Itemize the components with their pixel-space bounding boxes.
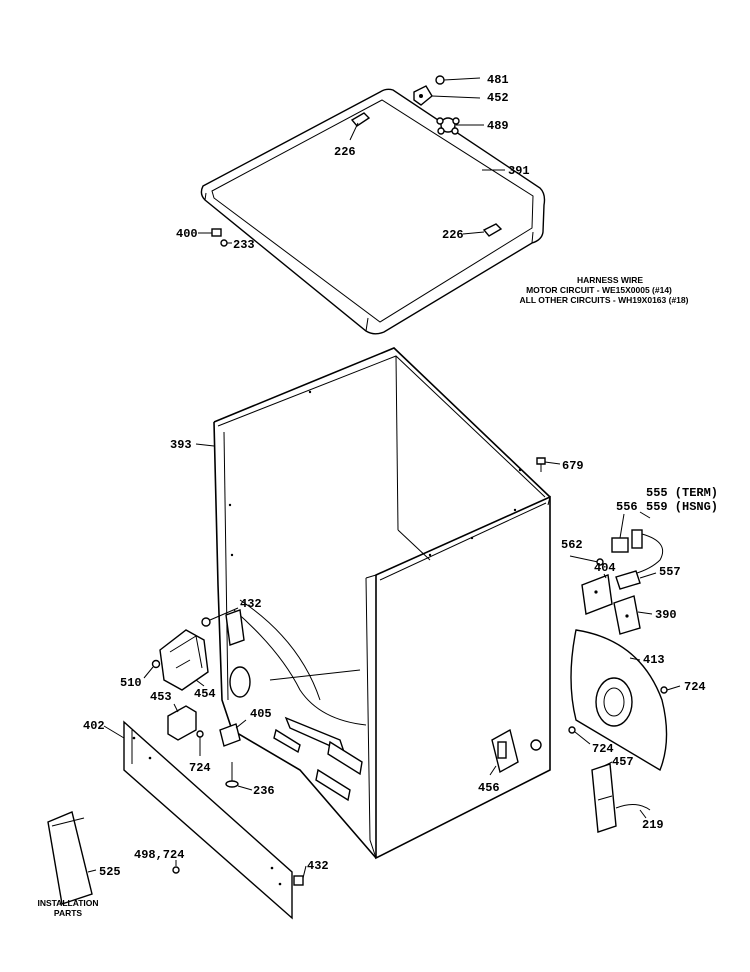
label-456: 456 — [478, 781, 500, 795]
harness-title: HARNESS WIRE — [577, 275, 643, 285]
installation-line-1: INSTALLATION — [37, 898, 98, 908]
screw-724-left — [196, 730, 204, 756]
screw-510 — [143, 659, 161, 679]
label-404: 404 — [594, 561, 616, 575]
label-236: 236 — [253, 784, 275, 798]
label-562: 562 — [561, 538, 583, 552]
installation-bag-525 — [47, 811, 97, 905]
label-724-mid: 724 — [592, 742, 614, 756]
wire-219 — [615, 804, 651, 819]
hinge-226-upper — [349, 112, 371, 141]
hinge-226-lower — [462, 223, 503, 237]
label-432-lower: 432 — [307, 859, 329, 873]
label-556: 556 — [616, 500, 638, 514]
terminal-block-556 — [611, 513, 629, 553]
bracket-454 — [159, 629, 209, 691]
label-393: 393 — [170, 438, 192, 452]
housing-559 — [629, 511, 664, 576]
toe-panel-402 — [103, 720, 293, 920]
harness-line-1: MOTOR CIRCUIT - WE15X0005 (#14) — [526, 285, 672, 295]
bracket-456 — [489, 728, 519, 776]
label-454: 454 — [194, 687, 216, 701]
label-226-upper: 226 — [334, 145, 356, 159]
label-390: 390 — [655, 608, 677, 622]
label-226-lower: 226 — [442, 228, 464, 242]
label-510: 510 — [120, 676, 142, 690]
label-233: 233 — [233, 238, 255, 252]
label-498-724: 498,724 — [134, 848, 184, 862]
connector-457 — [591, 761, 617, 833]
label-724-left: 724 — [189, 761, 211, 775]
screw-724-right — [660, 685, 681, 694]
label-405: 405 — [250, 707, 272, 721]
clip-405 — [219, 719, 247, 747]
thermostat-557 — [615, 570, 657, 590]
installation-line-2: PARTS — [54, 908, 83, 918]
top-panel — [200, 88, 546, 335]
installation-label: INSTALLATION PARTS — [37, 898, 98, 918]
screw-400-233 — [198, 228, 232, 247]
cabinet — [213, 347, 551, 860]
wire-562 — [569, 555, 604, 566]
plate-404 — [581, 573, 613, 615]
label-452: 452 — [487, 91, 509, 105]
screw-679 — [536, 457, 561, 472]
leg-236 — [225, 762, 253, 791]
label-679: 679 — [562, 459, 584, 473]
harness-note: HARNESS WIRE MOTOR CIRCUIT - WE15X0005 (… — [520, 275, 689, 305]
label-555: 555 (TERM) — [646, 486, 718, 500]
bracket-453 — [167, 703, 197, 741]
label-400: 400 — [176, 227, 198, 241]
label-557: 557 — [659, 565, 681, 579]
screw-498-724 — [172, 860, 180, 874]
label-219: 219 — [642, 818, 664, 832]
label-559: 559 (HSNG) — [646, 500, 718, 514]
rear-panel-413 — [570, 629, 668, 772]
label-724-right: 724 — [684, 680, 706, 694]
label-402: 402 — [83, 719, 105, 733]
label-432-upper: 432 — [240, 597, 262, 611]
harness-line-2: ALL OTHER CIRCUITS - WH19X0163 (#18) — [520, 295, 689, 305]
bracket-390 — [613, 595, 653, 635]
label-453: 453 — [150, 690, 172, 704]
label-413: 413 — [643, 653, 665, 667]
top-hardware — [413, 75, 484, 135]
label-525: 525 — [99, 865, 121, 879]
label-481: 481 — [487, 73, 509, 87]
label-489: 489 — [487, 119, 509, 133]
part-labels: 481 452 489 226 391 400 233 226 393 679 … — [83, 73, 718, 879]
label-391: 391 — [508, 164, 530, 178]
clip-489 — [436, 117, 460, 135]
label-457: 457 — [612, 755, 634, 769]
screw-724-mid — [568, 726, 591, 745]
clip-432-lower — [293, 865, 307, 886]
screw-432-upper — [201, 607, 239, 627]
